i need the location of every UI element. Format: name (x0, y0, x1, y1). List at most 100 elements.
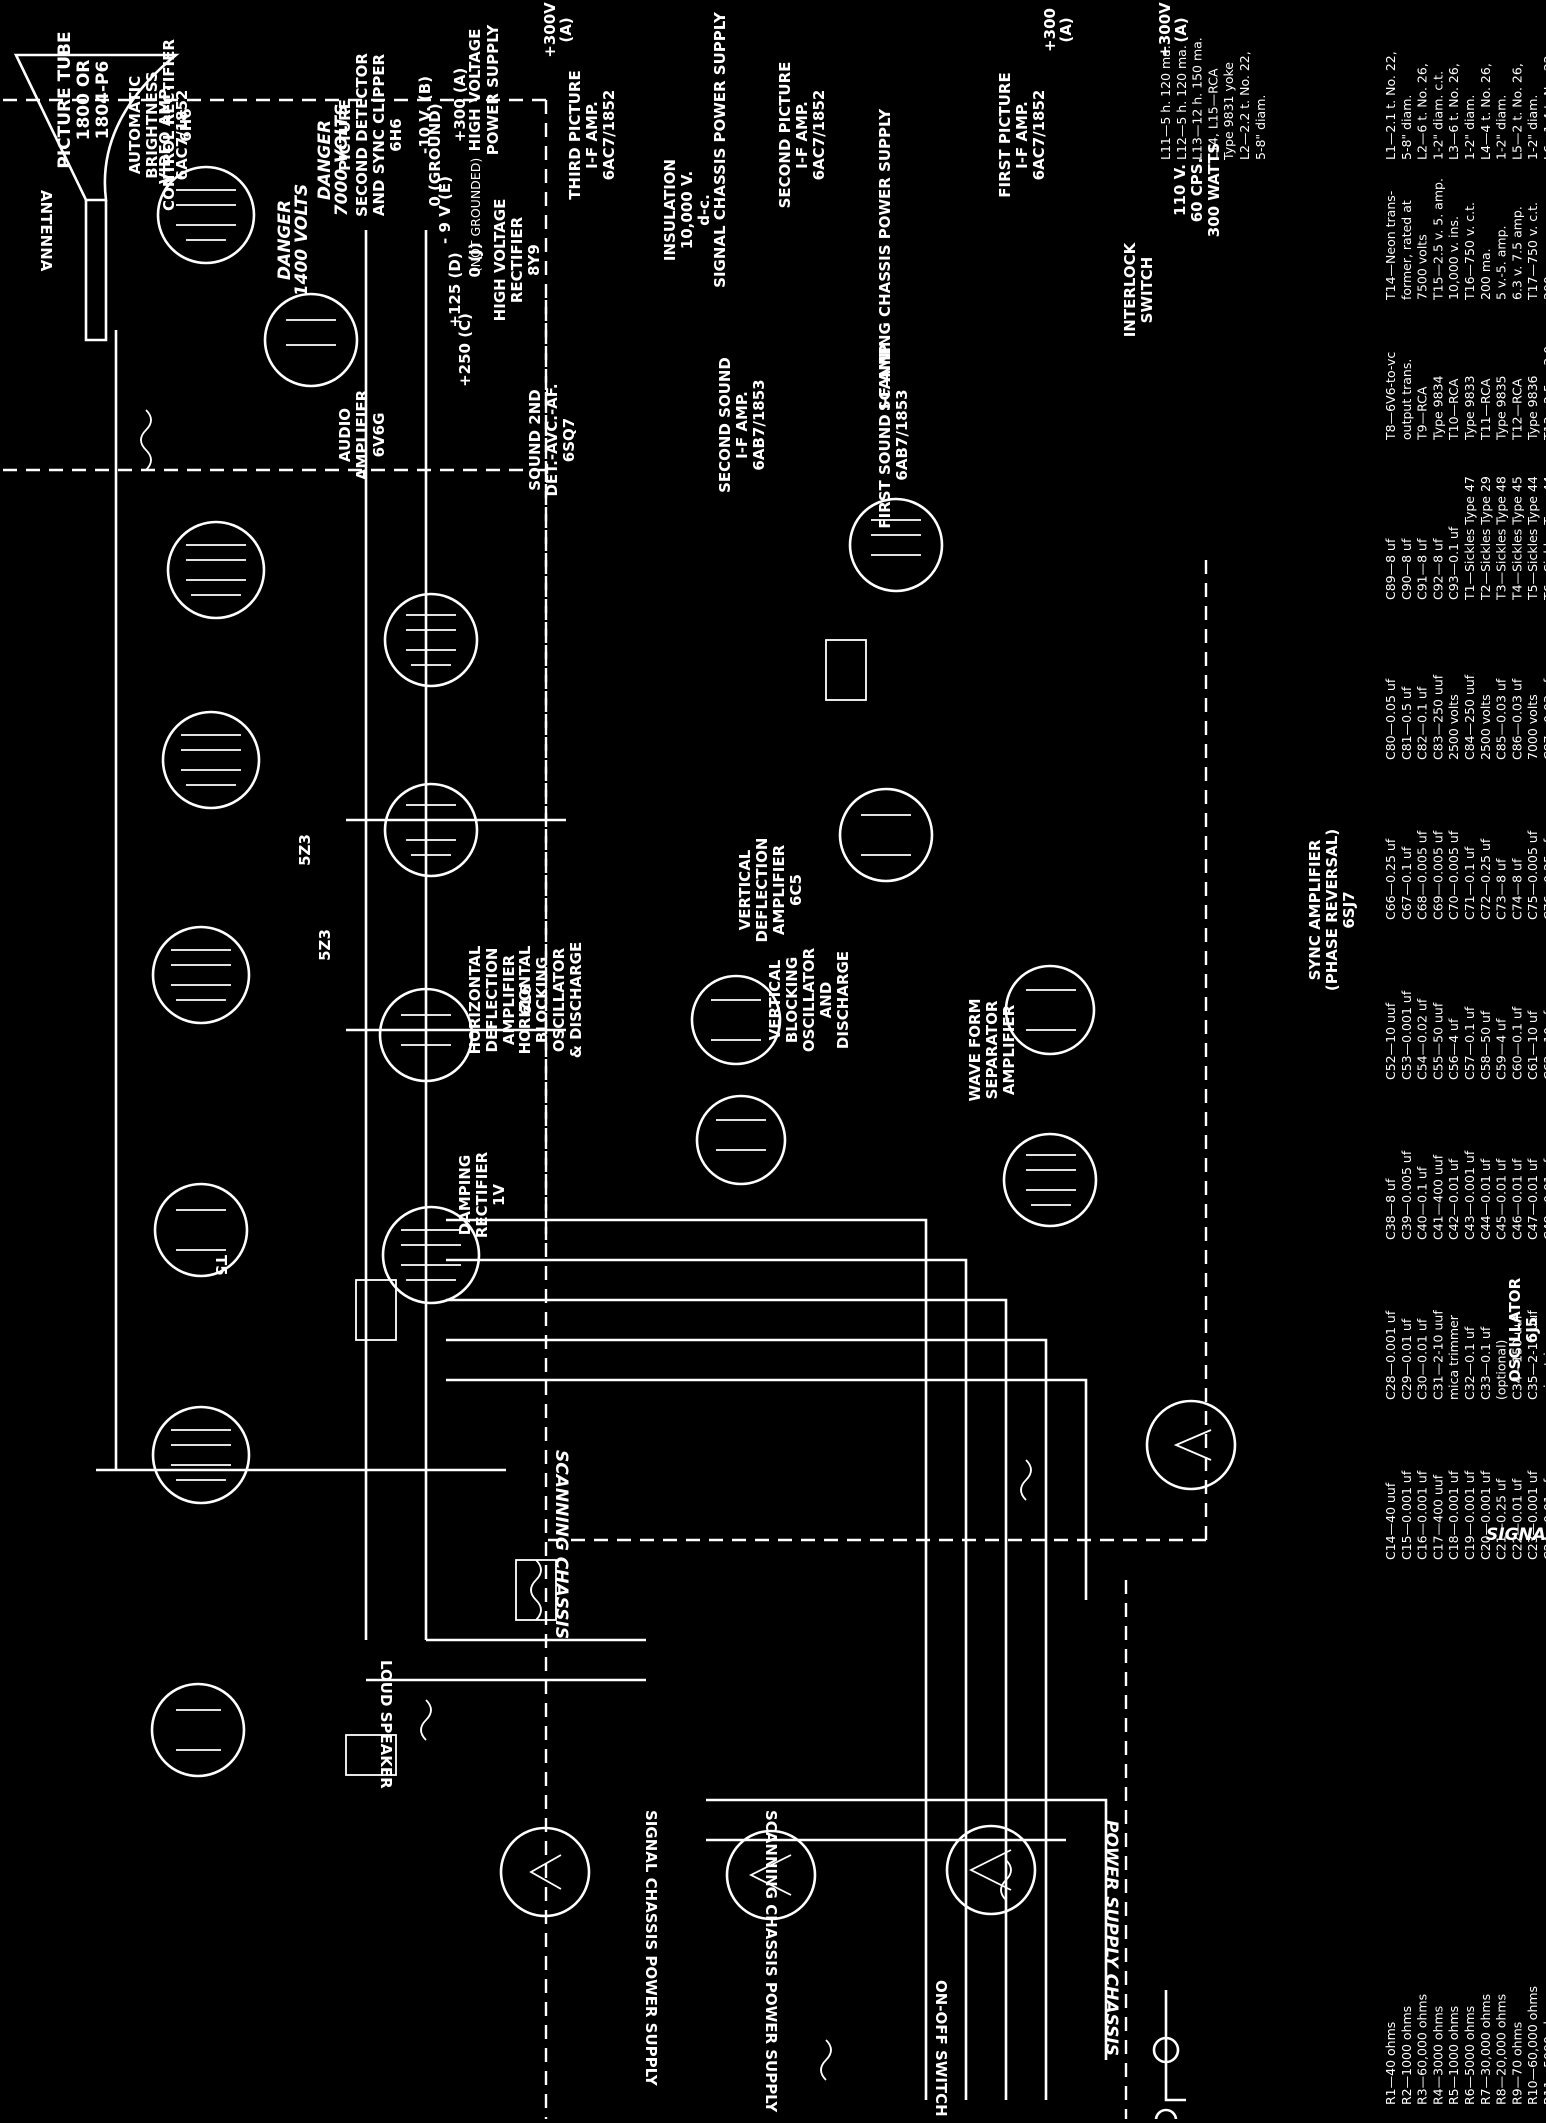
misc-list-4-item: L6—1.4 t. No. 22, (1541, 51, 1546, 160)
tube-label-9-line: SECOND SOUND (716, 357, 734, 493)
capacitor-list-4-item: C52—10 uuf (1383, 1002, 1398, 1080)
danger-7000-label-line: 7000 VOLTS (332, 104, 352, 216)
mains-label-line: 300 WATTS (1205, 143, 1223, 237)
tube-5z3-signal (725, 1829, 817, 1921)
sv-top2-line: +300 (1041, 8, 1059, 52)
misc-list-3-item: 5 v.-5. amp. (1494, 226, 1509, 300)
misc-list-3-item: 7500 volts (1415, 234, 1430, 300)
tube-label-2-line: I-F AMP. (1013, 101, 1031, 169)
tube-label-5-line: SECOND DETECTOR (353, 53, 371, 217)
capacitor-list-3-item: C44—0.01 uf (1478, 1158, 1493, 1240)
capacitor-list-6-item: 7000 volts (1525, 694, 1540, 760)
capacitor-list-4-item: C56—4 uf (1446, 1018, 1461, 1080)
tube-label-15-line: DEFLECTION (753, 838, 771, 943)
sv-top3-line: +300V (541, 2, 559, 58)
hv-rectifier-label-line: HIGH VOLTAGE (491, 199, 509, 322)
misc-list-3-item: T17—750 v. c.t. (1525, 202, 1540, 301)
misc-list-2-item: T12—RCA (1509, 378, 1524, 441)
sv-300a-line: +300 (A) (451, 68, 469, 142)
tube-label-16-line: HORIZONTAL (516, 945, 534, 1054)
misc-list-4-item: 1-2" diam. (1462, 95, 1477, 160)
misc-list-1-item: C89—8 uf (1383, 538, 1398, 600)
capacitor-list-2-item: C28—0.001 uf (1383, 1310, 1398, 1400)
tube-vertical-blocking-osc (690, 974, 782, 1066)
capacitor-list-4-item: C59—4 uf (1494, 1018, 1509, 1080)
misc-list-3-item: T16—750 v. c.t. (1462, 202, 1477, 301)
misc-list-3-item: 200 ma. (1478, 248, 1493, 300)
misc-list-2-item: output trans. (1399, 359, 1414, 440)
sv-300a: +300 (A) (451, 68, 469, 142)
capacitor-list-5-item: C68—0.005 uf (1415, 830, 1430, 920)
capacitor-list-5-item: C75—0.005 uf (1525, 830, 1540, 920)
capacitor-list-6-item: C85—0.03 uf (1494, 678, 1509, 760)
sv-ground: 0 (GROUND) (426, 103, 444, 206)
interlock-label-line: INTERLOCK (1121, 241, 1139, 337)
tube-label-14-line: OSCILLATOR (800, 947, 818, 1052)
sv-top3: +300V(A) (541, 2, 575, 58)
capacitor-list-3-item: C41—400 uuf (1430, 1154, 1445, 1240)
tube-hv-rectifier (499, 1826, 591, 1918)
tube-wave-form-separator (838, 787, 934, 883)
misc-list-1-item: C92—8 uf (1430, 538, 1445, 600)
tube-horizontal-blocking-osc (1004, 964, 1096, 1056)
capacitor-list-2-item: mica trimmer (1446, 1314, 1461, 1400)
capacitor-list-1-item: C14—40 uuf (1383, 1482, 1398, 1560)
capacitor-list-5-item: C69—0.005 uf (1430, 830, 1445, 920)
capacitor-list-2-item: C32—0.1 uf (1462, 1326, 1477, 1400)
picture-tube-label-line: 1804-P6 (93, 61, 113, 140)
capacitor-list-1-item: C22—0.01 uf (1509, 1478, 1524, 1560)
misc-list-4-item: 5-8" diam. (1399, 95, 1414, 160)
tube-audio-amplifier (381, 1205, 481, 1305)
tube-damping-rectifier (1145, 1399, 1237, 1491)
tube-label-6: VIDEO AMP.6AC7/1852 (156, 86, 191, 184)
sv-j0-line: 0 (J) (466, 243, 484, 278)
capacitor-list-4-item: C62—10 uf (1541, 1010, 1546, 1080)
capacitor-list-5-item: C67—0.1 uf (1399, 846, 1414, 920)
scanning-chassis-label: SCANNING CHASSIS (551, 1450, 571, 1639)
capacitor-list-4-item: C55—50 uuf (1430, 1002, 1445, 1080)
capacitor-list-3-item: C45—0.01 uf (1494, 1158, 1509, 1240)
capacitor-list-4-item: C57—0.1 uf (1462, 1006, 1477, 1080)
tube-label-12-line: (PHASE REVERSAL) (1323, 829, 1341, 991)
capacitor-list-6-item: C81—0.5 uf (1399, 686, 1414, 760)
tube-label-7-line: AUTOMATIC (126, 76, 144, 175)
hv-rectifier-label-line: RECTIFIER (508, 216, 526, 303)
capacitor-list-3-item: C40—0.1 uf (1415, 1166, 1430, 1240)
resistor-list-item: R9—70 ohms (1509, 2022, 1524, 2105)
misc-list-3-item: 6.3 v. 7.5 amp. (1509, 206, 1524, 300)
misc-list-2-item: Type 9835 (1494, 376, 1509, 442)
misc-list-3-item: T14—Neon trans- (1383, 191, 1398, 301)
tube-label-13-line: AMPLIFIER (1000, 1004, 1018, 1095)
tube-horizontal-deflection (1002, 1132, 1098, 1228)
misc-list-3-item: 10,000 v. ins. (1446, 216, 1461, 300)
sv-b10: -10 V. (B) (416, 76, 434, 154)
tube-label-17-line: AMPLIFIER (500, 954, 518, 1045)
misc-list-5-item: L11—5 h. 120 ma. (1158, 45, 1173, 160)
hv-supply-label-line: POWER SUPPLY (484, 24, 502, 156)
tube-label-18-line: DAMPING (456, 1155, 474, 1235)
misc-list-4: L1—2.1 t. No. 22,5-8" diam.L2—6 t. No. 2… (1383, 51, 1546, 160)
danger-7000-label-line: DANGER (315, 120, 335, 200)
capacitor-list-6-item: 2500 volts (1478, 694, 1493, 760)
tube-label-4-line: 6AC7/1852 (600, 90, 618, 181)
transformer-group (140, 409, 1032, 2081)
misc-list-4-item: 1-2" diam. c.t. (1430, 71, 1445, 160)
tube-label-16-line: & DISCHARGE (567, 942, 585, 1058)
tube-label-13-line: SEPARATOR (983, 1000, 1001, 1099)
tube-label-10-line: DET.-AVC.-AF. (543, 383, 561, 496)
tube-label-9-line: I-F AMP. (733, 391, 751, 459)
misc-list-1-item: T3—Sickles Type 48 (1494, 476, 1509, 601)
